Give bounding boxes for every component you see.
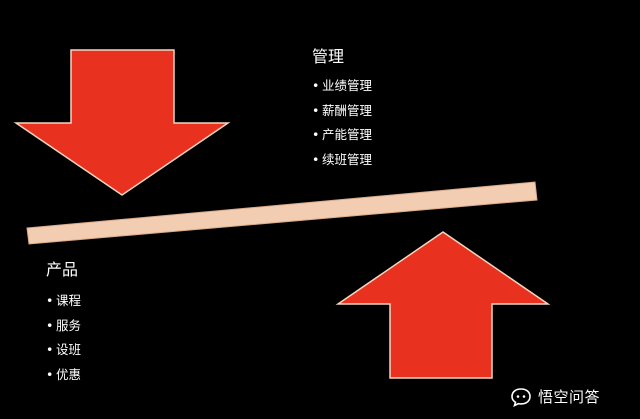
management-item: •薪酬管理 — [312, 103, 372, 128]
management-item: •产能管理 — [312, 127, 372, 152]
product-block: 产品 •课程 •服务 •设班 •优惠 — [46, 260, 81, 391]
product-list: •课程 •服务 •设班 •优惠 — [46, 293, 81, 391]
bullet-dot-icon: • — [312, 78, 320, 93]
bullet-dot-icon: • — [46, 293, 54, 308]
bullet-dot-icon: • — [312, 102, 320, 118]
management-block: 管理 •业绩管理 •薪酬管理 •产能管理 •续班管理 — [312, 47, 372, 176]
bullet-dot-icon: • — [312, 151, 320, 167]
product-item-label: 设班 — [56, 342, 82, 357]
bullet-dot-icon: • — [46, 366, 54, 382]
management-item: •续班管理 — [312, 152, 372, 177]
product-item: •设班 — [46, 342, 81, 367]
management-item-label: 薪酬管理 — [322, 102, 373, 118]
product-item-label: 优惠 — [56, 366, 82, 382]
bullet-dot-icon: • — [46, 342, 54, 357]
product-item: •课程 — [46, 293, 81, 318]
management-item-label: 续班管理 — [322, 151, 373, 167]
balance-beam-shape — [26, 181, 538, 245]
speech-bubble-logo-icon — [511, 387, 531, 407]
management-list: •业绩管理 •薪酬管理 •产能管理 •续班管理 — [312, 78, 372, 176]
watermark-label: 悟空问答 — [538, 388, 601, 406]
product-heading: 产品 — [46, 260, 79, 279]
management-heading: 管理 — [312, 47, 345, 66]
up-arrow-shape — [335, 231, 551, 379]
management-item: •业绩管理 — [312, 78, 372, 103]
management-item-label: 业绩管理 — [322, 78, 373, 93]
bullet-dot-icon: • — [312, 127, 320, 142]
management-item-label: 产能管理 — [322, 127, 373, 142]
product-item-label: 课程 — [56, 293, 82, 308]
bullet-dot-icon: • — [46, 317, 54, 333]
watermark: 悟空问答 — [510, 386, 600, 407]
product-item: •服务 — [46, 318, 81, 343]
product-item-label: 服务 — [56, 317, 82, 333]
down-arrow-shape — [13, 49, 231, 196]
product-item: •优惠 — [46, 367, 81, 392]
